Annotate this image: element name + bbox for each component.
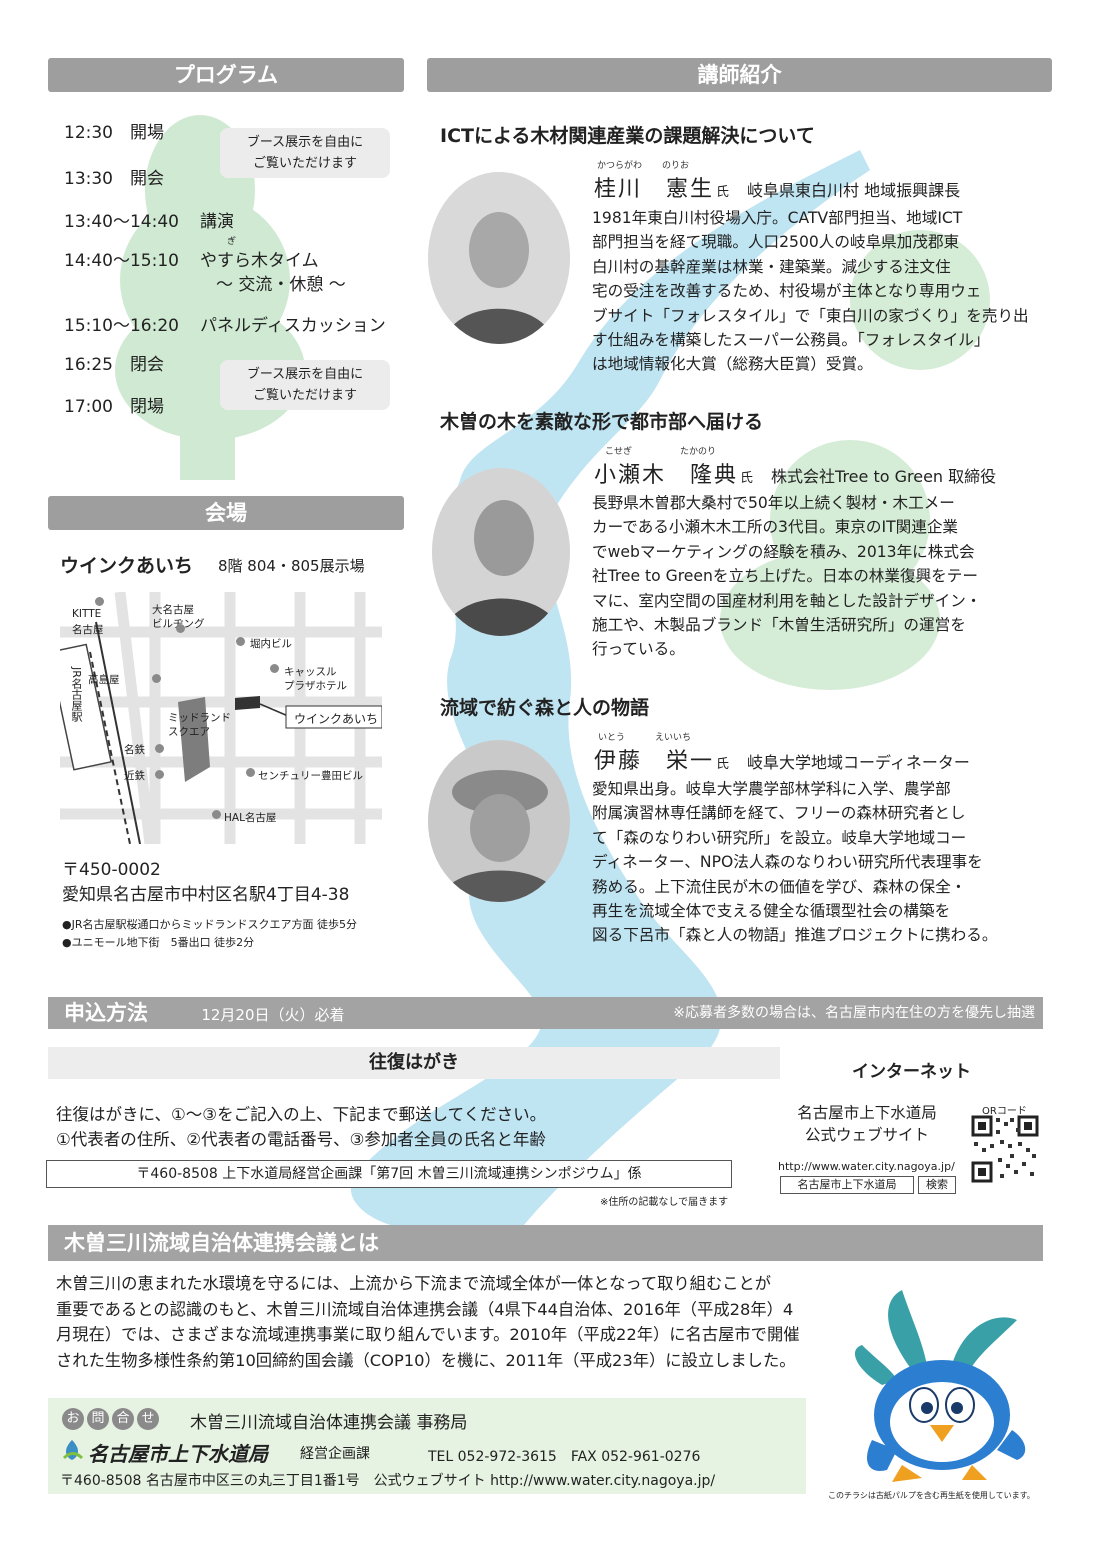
speaker-name-line: 小瀬木 隆典氏株式会社Tree to Green 取締役 <box>594 463 997 488</box>
speaker-talk-title: 流域で紡ぐ森と人の物語 <box>440 697 650 719</box>
speaker-ruby: かつらがわ <box>597 161 643 171</box>
qr-code[interactable] <box>970 1114 1040 1184</box>
speaker-name-line: 伊藤 栄一氏岐阜大学地域コーディネーター <box>594 749 970 774</box>
speaker-ruby: こせぎ <box>605 447 633 457</box>
internet-site: 名古屋市上下水道局公式ウェブサイト <box>797 1104 937 1144</box>
venue-access: ●JR名古屋駅桜通口からミッドランドスクエア方面 徒歩5分 <box>62 918 357 931</box>
apply-deadline: 12月20日（火）必着 <box>201 1006 345 1024</box>
speaker-photo <box>428 172 570 344</box>
website-url[interactable]: http://www.water.city.nagoya.jp/ <box>778 1160 955 1173</box>
speaker-name-line: 桂川 憲生氏岐阜県東白川村 地域振興課長 <box>594 177 961 202</box>
apply-note: ※応募者多数の場合は、名古屋市内在住の方を優先し抽選 <box>673 1005 1035 1021</box>
speaker-bio: 愛知県出身。岐阜大学農学部林学科に入学、農学部附属演習林専任講師を経て、フリーの… <box>592 780 998 945</box>
speaker-ruby: いとう <box>598 733 626 743</box>
postcard-address: 〒460-8508 上下水道局経営企画課「第7回 木曽三川流域連携シンポジウム」… <box>46 1160 732 1188</box>
search-button[interactable]: 検索 <box>918 1176 956 1194</box>
about-header: 木曽三川流域自治体連携会議とは <box>48 1225 1043 1261</box>
tree-illustration <box>115 115 305 480</box>
booth-note: ブース展示を自由にご覧いただけます <box>220 128 390 178</box>
speakers-header: 講師紹介 <box>427 58 1052 92</box>
contact-badge: お 問 合 せ <box>62 1408 159 1430</box>
venue-access: ●ユニモール地下街 5番出口 徒歩2分 <box>62 936 255 949</box>
bureau-logo-icon <box>60 1438 84 1462</box>
speaker-ruby: えいいち <box>655 733 692 743</box>
venue-zip: 〒450-0002 <box>62 860 161 880</box>
internet-header: インターネット <box>852 1062 971 1082</box>
venue-name: ウインクあいち <box>60 555 194 577</box>
postcard-instructions: 往復はがきに、①〜③をご記入の上、下記まで郵送してください。 <box>56 1105 547 1124</box>
venue-header: 会場 <box>48 496 404 530</box>
booth-note: ブース展示を自由にご覧いただけます <box>220 360 390 410</box>
venue-map: KITTE 名古屋 大名古屋 ビルヂング 堀内ビル 高島屋 キャッスル プラザホ… <box>60 592 382 844</box>
contact-phone: TEL 052-972-3615 FAX 052-961-0276 <box>428 1449 701 1465</box>
venue-address: 愛知県名古屋市中村区名駅4丁目4-38 <box>62 885 350 905</box>
program-break-subtitle: 〜 交流・休憩 〜 <box>216 275 346 295</box>
speaker-ruby: たかのり <box>680 447 717 457</box>
apply-bar: 申込方法 12月20日（火）必着 ※応募者多数の場合は、名古屋市内在住の方を優先… <box>48 997 1043 1029</box>
qr-label: QRコード <box>982 1106 1027 1117</box>
speaker-talk-title: 木曽の木を素敵な形で都市部へ届ける <box>440 411 764 433</box>
speaker-bio: 長野県木曽郡大桑村で50年以上続く製材・木工メーカーである小瀬木木工所の3代目。… <box>592 494 982 659</box>
venue-floor: 8階 804・805展示場 <box>218 557 365 575</box>
speaker-photo <box>428 740 570 902</box>
recycle-note: このチラシは古紙パルプを含む再生紙を使用しています。 <box>828 1491 1035 1500</box>
apply-header: 申込方法 <box>64 1001 148 1025</box>
about-body: 木曽三川の恵まれた水環境を守るには、上流から下流まで流域全体が一体となって取り組… <box>56 1274 800 1370</box>
contact-org: 木曽三川流域自治体連携会議 事務局 <box>190 1413 468 1433</box>
contact-address: 〒460-8508 名古屋市中区三の丸三丁目1番1号 公式ウェブサイト http… <box>60 1473 716 1489</box>
postcard-note: ※住所の記載なしで届きます <box>600 1197 729 1208</box>
search-box[interactable]: 名古屋市上下水道局 <box>780 1176 914 1194</box>
contact-box <box>48 1398 806 1494</box>
postcard-header: 往復はがき <box>48 1047 780 1079</box>
program-ruby: ぎ <box>227 237 237 247</box>
postcard-items: ①代表者の住所、②代表者の電話番号、③参加者全員の氏名と年齢 <box>56 1130 546 1149</box>
bureau-name: 名古屋市上下水道局 <box>88 1442 268 1466</box>
speaker-talk-title: ICTによる木材関連産業の課題解決について <box>440 125 815 147</box>
bureau-dept: 経営企画課 <box>300 1446 370 1462</box>
speaker-photo <box>432 468 570 636</box>
program-header: プログラム <box>48 58 404 92</box>
tree-illustration-right <box>720 230 990 690</box>
mascot-character <box>854 1290 1026 1482</box>
speaker-ruby: のりお <box>662 161 690 171</box>
